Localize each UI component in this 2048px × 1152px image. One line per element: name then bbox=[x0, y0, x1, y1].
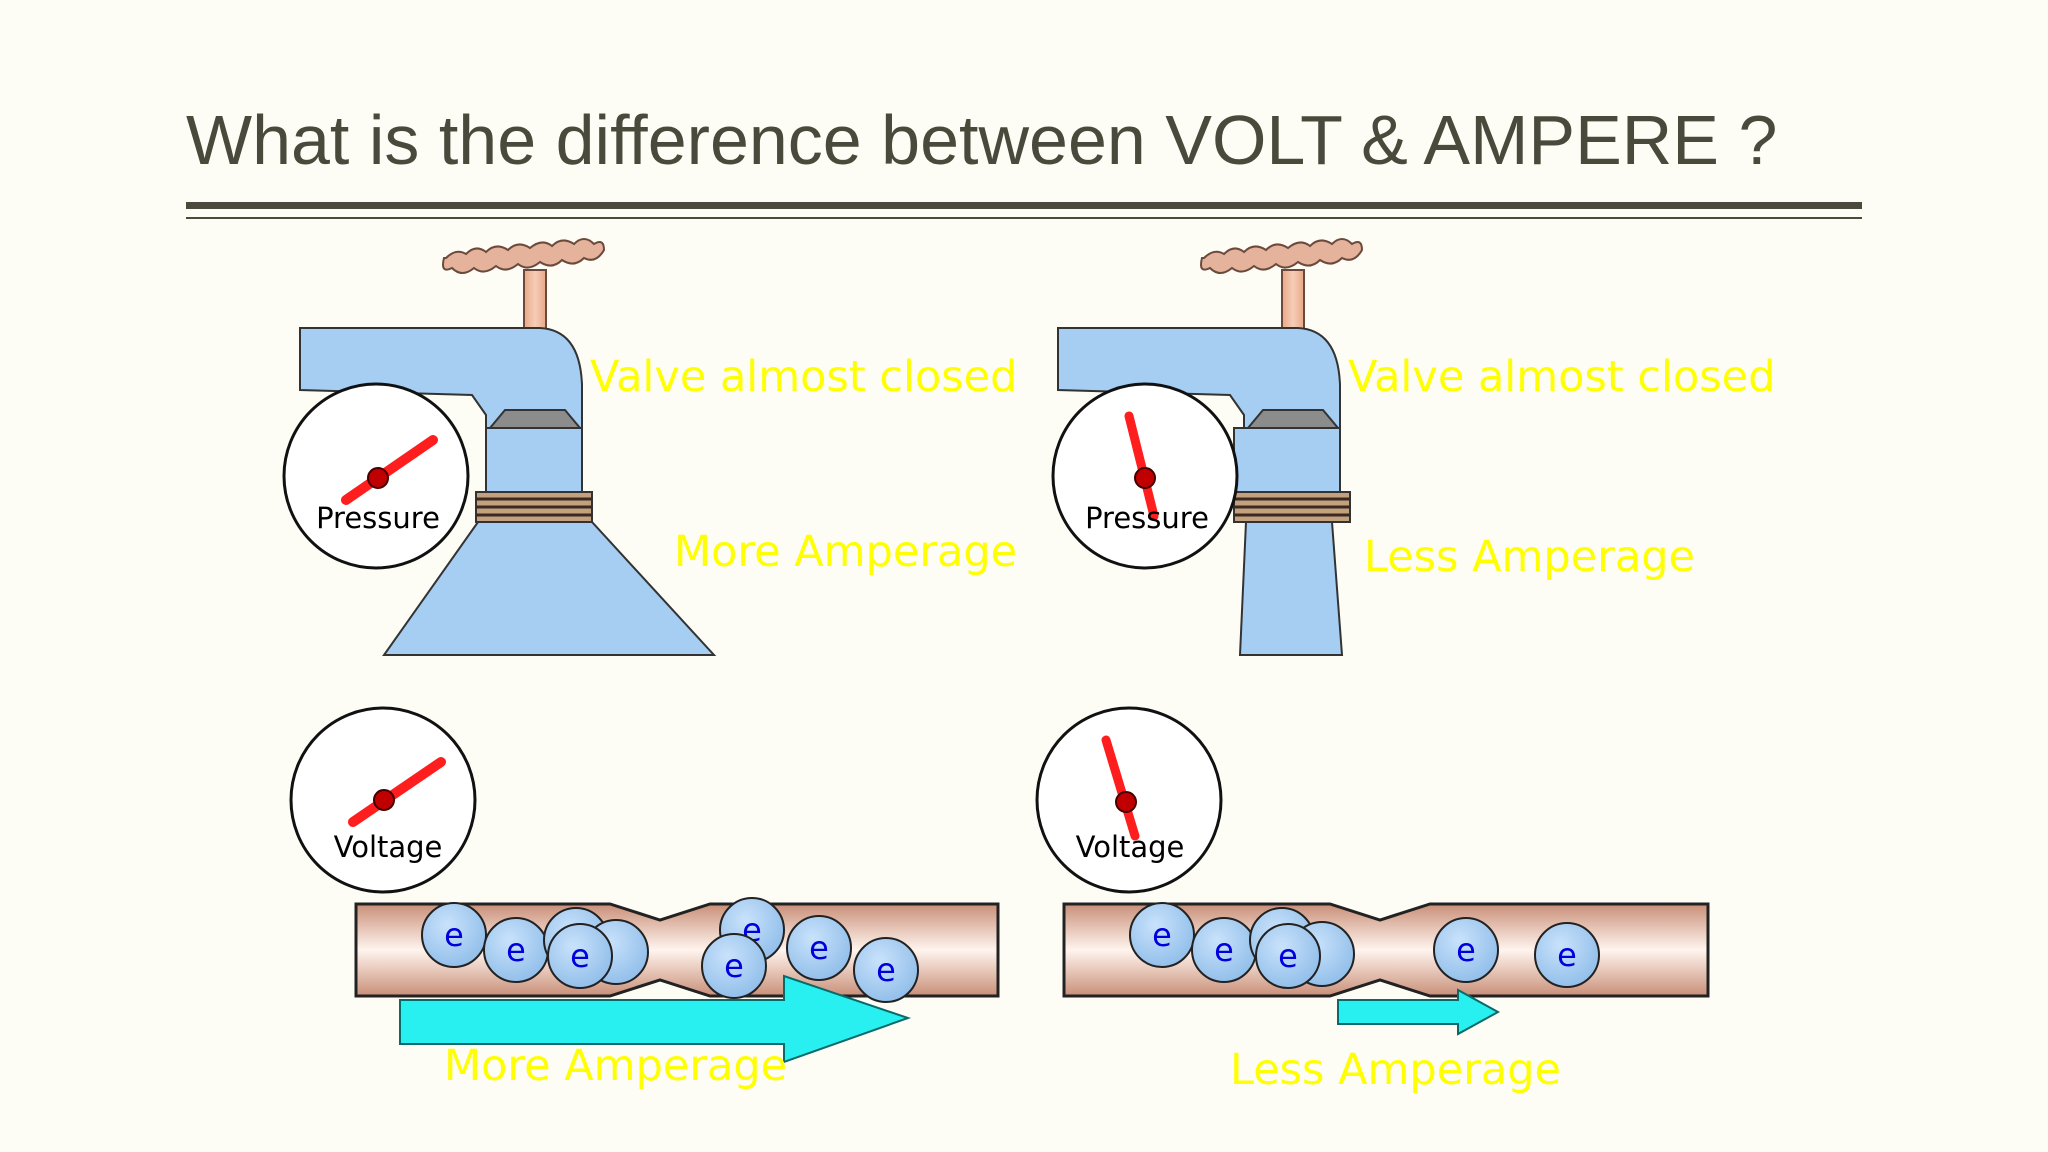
electron-symbol: e bbox=[570, 937, 590, 975]
electrons: e e e e e bbox=[1129, 902, 1600, 989]
pressure-gauge-label: Pressure bbox=[316, 501, 440, 535]
valve-label: Valve almost closed bbox=[1348, 352, 1775, 402]
left-wire: Voltage e e e e e e e bbox=[289, 706, 1000, 1091]
valve-seat bbox=[1245, 409, 1341, 429]
gauge-needle bbox=[1124, 411, 1159, 521]
flow-label: More Amperage bbox=[444, 1041, 787, 1091]
faucet-nut bbox=[1233, 491, 1351, 523]
electron-symbol: e bbox=[1557, 936, 1577, 974]
electron-symbol: e bbox=[724, 947, 744, 985]
water-flow-wide bbox=[382, 521, 717, 656]
electron-symbol: e bbox=[876, 951, 896, 989]
right-faucet: Pressure Valve almost closed Less Ampera… bbox=[1051, 238, 1775, 656]
gauge-needle bbox=[1101, 735, 1140, 841]
gauge-needle bbox=[341, 435, 438, 505]
right-wire: Voltage e e e e e Less Amperage bbox=[1035, 706, 1710, 1095]
electron-symbol: e bbox=[1278, 937, 1298, 975]
pressure-gauge: Pressure bbox=[1051, 382, 1239, 570]
faucet-body bbox=[485, 427, 583, 493]
title-rule-thin bbox=[186, 217, 1862, 219]
title-rule-thick bbox=[186, 202, 1862, 209]
electron-symbol: e bbox=[809, 929, 829, 967]
voltage-gauge-label: Voltage bbox=[334, 830, 443, 864]
current-arrow-icon bbox=[1337, 988, 1501, 1036]
faucet-body bbox=[1233, 427, 1341, 493]
electron-symbol: e bbox=[1456, 931, 1476, 969]
valve-label: Valve almost closed bbox=[590, 352, 1017, 402]
electrons: e e e e e e e bbox=[421, 897, 919, 1003]
pressure-gauge: Pressure bbox=[282, 382, 470, 570]
electron-symbol: e bbox=[1152, 916, 1172, 954]
electron-symbol: e bbox=[1214, 931, 1234, 969]
voltage-gauge-label: Voltage bbox=[1076, 830, 1185, 864]
flow-label: Less Amperage bbox=[1230, 1045, 1561, 1095]
current-arrow-icon bbox=[399, 974, 912, 1064]
electron-symbol: e bbox=[506, 931, 526, 969]
flow-label: More Amperage bbox=[674, 527, 1017, 577]
valve-seat bbox=[487, 409, 583, 429]
pressure-gauge-label: Pressure bbox=[1085, 501, 1209, 535]
left-faucet: Pressure Valve almost closed More Ampera… bbox=[282, 238, 1017, 656]
flow-label: Less Amperage bbox=[1364, 532, 1695, 582]
gauge-needle bbox=[348, 757, 446, 827]
faucet-nut bbox=[475, 491, 593, 523]
voltage-gauge: Voltage bbox=[289, 706, 477, 894]
water-flow-narrow bbox=[1238, 521, 1344, 656]
valve-handle-icon bbox=[1200, 238, 1364, 274]
valve-handle-icon bbox=[442, 238, 606, 274]
voltage-gauge: Voltage bbox=[1035, 706, 1223, 894]
electron-symbol: e bbox=[444, 916, 464, 954]
slide-title: What is the difference between VOLT & AM… bbox=[186, 101, 1778, 179]
